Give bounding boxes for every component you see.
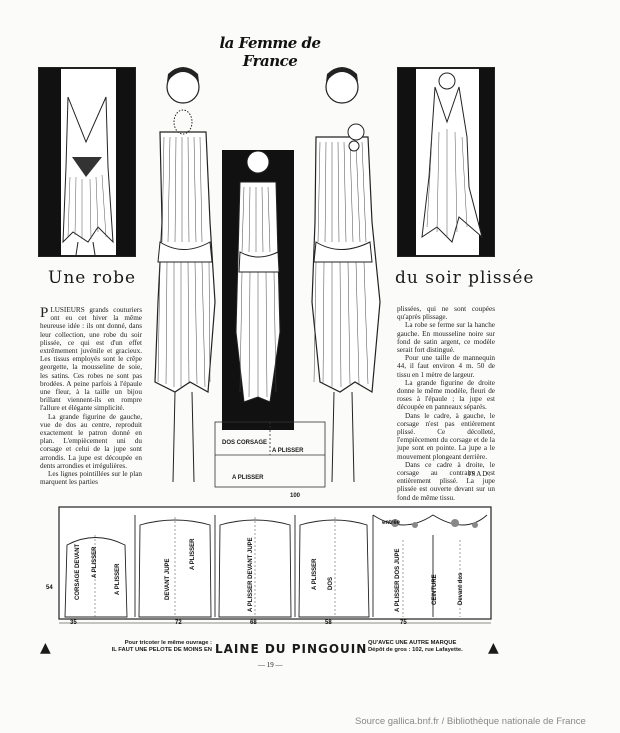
label-dos-jupe: A PLISSER DOS JUPE [395, 548, 401, 612]
label-a-plisser-4: A PLISSER [312, 558, 318, 590]
drop-cap: P [40, 305, 49, 321]
source-credit: Source gallica.bnf.fr / Bibliothèque nat… [355, 716, 586, 727]
label-35: 35 [70, 620, 77, 626]
label-corsage-devant: CORSAGE DEVANT [75, 543, 81, 600]
label-a-plisser-3: A PLISSER [190, 538, 196, 570]
col2-paragraph-4: La grande figurine de droite donne le mê… [397, 378, 495, 412]
col1-paragraph-1: LUSIEURS grands couturiers ont eu cet hi… [40, 306, 142, 413]
article-column-2: plissées, qui ne sont coupées qu'après p… [397, 305, 495, 502]
label-entree: entrée [382, 520, 401, 526]
penguin-icon-right: ▲ [488, 640, 499, 656]
sewing-pattern [58, 506, 492, 624]
illustration-frame-left [38, 67, 136, 257]
label-dos: DOS [328, 576, 334, 590]
col2-paragraph-2: La robe se ferme sur la hanche gauche. E… [397, 321, 495, 355]
label-dos-corsage: DOS CORSAGE [222, 440, 268, 446]
footer-brand: LAINE DU PINGOUIN [215, 642, 368, 656]
footer-left-line-2: IL FAUT UNE PELOTE DE MOINS EN [111, 647, 212, 653]
penguin-icon-left: ▲ [40, 640, 51, 656]
illustration-frame-right [397, 67, 495, 257]
label-plisser-top: A PLISSER [272, 448, 304, 454]
footer-right-line-1: QU'AVEC UNE AUTRE MARQUE [368, 640, 457, 646]
label-a-plisser-2: A PLISSER [115, 563, 121, 595]
footer-left-line-1: Pour tricoter le même ouvrage : [124, 640, 212, 646]
col1-paragraph-2: La grande figurine de gauche, vue de dos… [40, 412, 142, 470]
col2-paragraph-5: Dans le cadre, à gauche, le corsage n'es… [397, 411, 495, 461]
masthead: la Femme de France [219, 34, 321, 70]
illustration-main-figures [154, 67, 381, 488]
label-58: 58 [325, 620, 332, 626]
col2-paragraph-1: plissées, qui ne sont coupées qu'après p… [397, 305, 495, 322]
label-54: 54 [46, 585, 53, 591]
label-devant-jupe-2: A PLISSER DEVANT JUPE [248, 537, 254, 612]
page-number: — 19 — [258, 661, 283, 669]
label-devant-jupe: DEVANT JUPE [165, 558, 171, 600]
label-plisser-bottom: A PLISSER [232, 475, 264, 481]
col2-paragraph-3: Pour une taille de mannequin 44, il faut… [397, 354, 495, 379]
label-ceinture: CEINTURE [432, 574, 438, 605]
footer-right: QU'AVEC UNE AUTRE MARQUE Dépôt de gros :… [368, 640, 498, 654]
label-devant-dos: Devant dos [458, 572, 464, 605]
footer-left: Pour tricoter le même ouvrage : IL FAUT … [42, 640, 212, 654]
col1-paragraph-3: Les lignes pointillées sur le plan marqu… [40, 470, 142, 487]
col2-paragraph-6: Dans ce cadre à droite, le corsage au co… [397, 460, 495, 502]
title-left: Une robe [48, 268, 137, 288]
title-right: du soir plissée [395, 268, 535, 288]
footer-right-line-2: Dépôt de gros : 102, rue Lafayette. [368, 647, 463, 653]
label-68: 68 [250, 620, 257, 626]
label-a-plisser-1: A PLISSER [92, 546, 98, 578]
author-signature: ISAD. [468, 470, 492, 478]
label-100: 100 [290, 493, 301, 499]
label-75: 75 [400, 620, 407, 626]
label-72: 72 [175, 620, 182, 626]
